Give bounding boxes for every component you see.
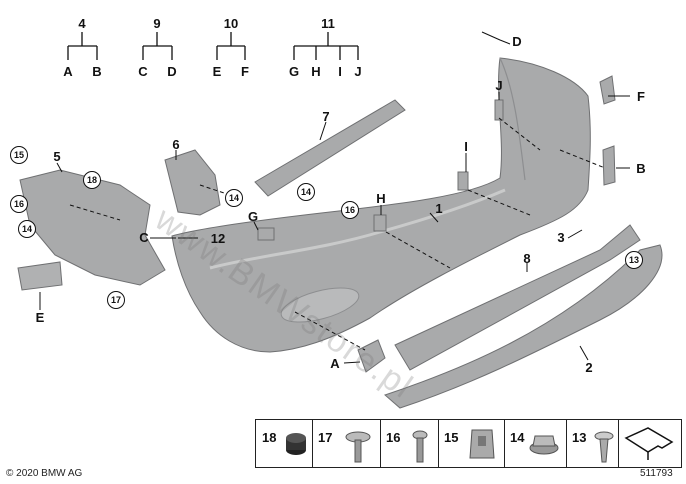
circled-16: 16: [10, 195, 28, 213]
group-4-label: 4: [78, 16, 86, 31]
callout-5: 5: [53, 149, 61, 164]
impact-absorber: [254, 99, 406, 197]
legend-number: 16: [386, 430, 401, 445]
group-11-sub-g: G: [288, 64, 300, 79]
screw-washer-icon: [345, 431, 371, 463]
expanding-rivet-icon: [594, 431, 614, 463]
copyright: © 2020 BMW AG: [6, 468, 83, 479]
callout-3: 3: [557, 230, 565, 245]
group-9-label: 9: [153, 16, 161, 31]
callout-1: 1: [435, 201, 443, 216]
callout-b: B: [636, 161, 646, 176]
group-4-sub-a: A: [63, 64, 73, 79]
circled-14: 14: [18, 220, 36, 238]
callout-6: 6: [172, 137, 180, 152]
group-tree-lines: [67, 32, 359, 60]
bracket-6: [164, 149, 221, 216]
callout-8: 8: [523, 251, 531, 266]
group-11-label: 11: [321, 16, 335, 31]
grommet-icon: [286, 433, 306, 455]
legend-number: 18: [262, 430, 277, 445]
callout-j: J: [495, 78, 503, 93]
clip-nut-icon: [469, 429, 495, 459]
group-9-sub-c: C: [138, 64, 148, 79]
group-11-sub-h: H: [311, 64, 321, 79]
callout-g: G: [247, 209, 259, 224]
group-10-sub-e: E: [212, 64, 222, 79]
legend-cell-14: 14: [504, 420, 567, 467]
callout-f: F: [637, 89, 645, 104]
callout-a: A: [330, 356, 340, 371]
circled-13: 13: [625, 251, 643, 269]
circled-14-absorber: 14: [297, 183, 315, 201]
legend-number: 13: [572, 430, 587, 445]
legend-cell-15: 15: [438, 420, 505, 467]
arrow-symbol-icon: [624, 427, 674, 460]
screw-icon: [412, 430, 428, 463]
circled-17: 17: [107, 291, 125, 309]
callout-12: 12: [210, 231, 226, 246]
group-10-label: 10: [223, 16, 239, 31]
callout-d: D: [512, 34, 522, 49]
legend-number: 14: [510, 430, 525, 445]
callout-7: 7: [322, 109, 330, 124]
legend-cell-13: 13: [566, 420, 619, 467]
callout-h: H: [376, 191, 386, 206]
legend-cell-16: 16: [380, 420, 439, 467]
legend-number: 17: [318, 430, 333, 445]
legend-number: 15: [444, 430, 459, 445]
guide-strip: [394, 224, 641, 371]
rear-bumper-cover: [171, 57, 591, 353]
circled-15: 15: [10, 146, 28, 164]
legend-cell-18: 18: [256, 420, 313, 467]
group-9-sub-d: D: [167, 64, 177, 79]
circled-18: 18: [83, 171, 101, 189]
legend-cell-17: 17: [312, 420, 381, 467]
reflector-a: [357, 339, 386, 373]
group-11-sub-j: J: [354, 64, 362, 79]
leader-lines: [39, 31, 630, 364]
legend-cell-arrow: [618, 420, 681, 467]
fastener-legend: 18 17 16 15 14 13: [255, 419, 682, 468]
callout-i: I: [464, 139, 468, 154]
group-10-sub-f: F: [241, 64, 249, 79]
group-4-sub-b: B: [92, 64, 102, 79]
group-11-sub-i: I: [338, 64, 342, 79]
circled-14-bracket: 14: [225, 189, 243, 207]
callout-c: C: [139, 230, 149, 245]
hex-nut-icon: [529, 435, 559, 455]
callout-2: 2: [585, 360, 593, 375]
circled-16-bumper: 16: [341, 201, 359, 219]
callout-e: E: [35, 310, 45, 325]
diagram-id: 511793: [640, 468, 673, 479]
